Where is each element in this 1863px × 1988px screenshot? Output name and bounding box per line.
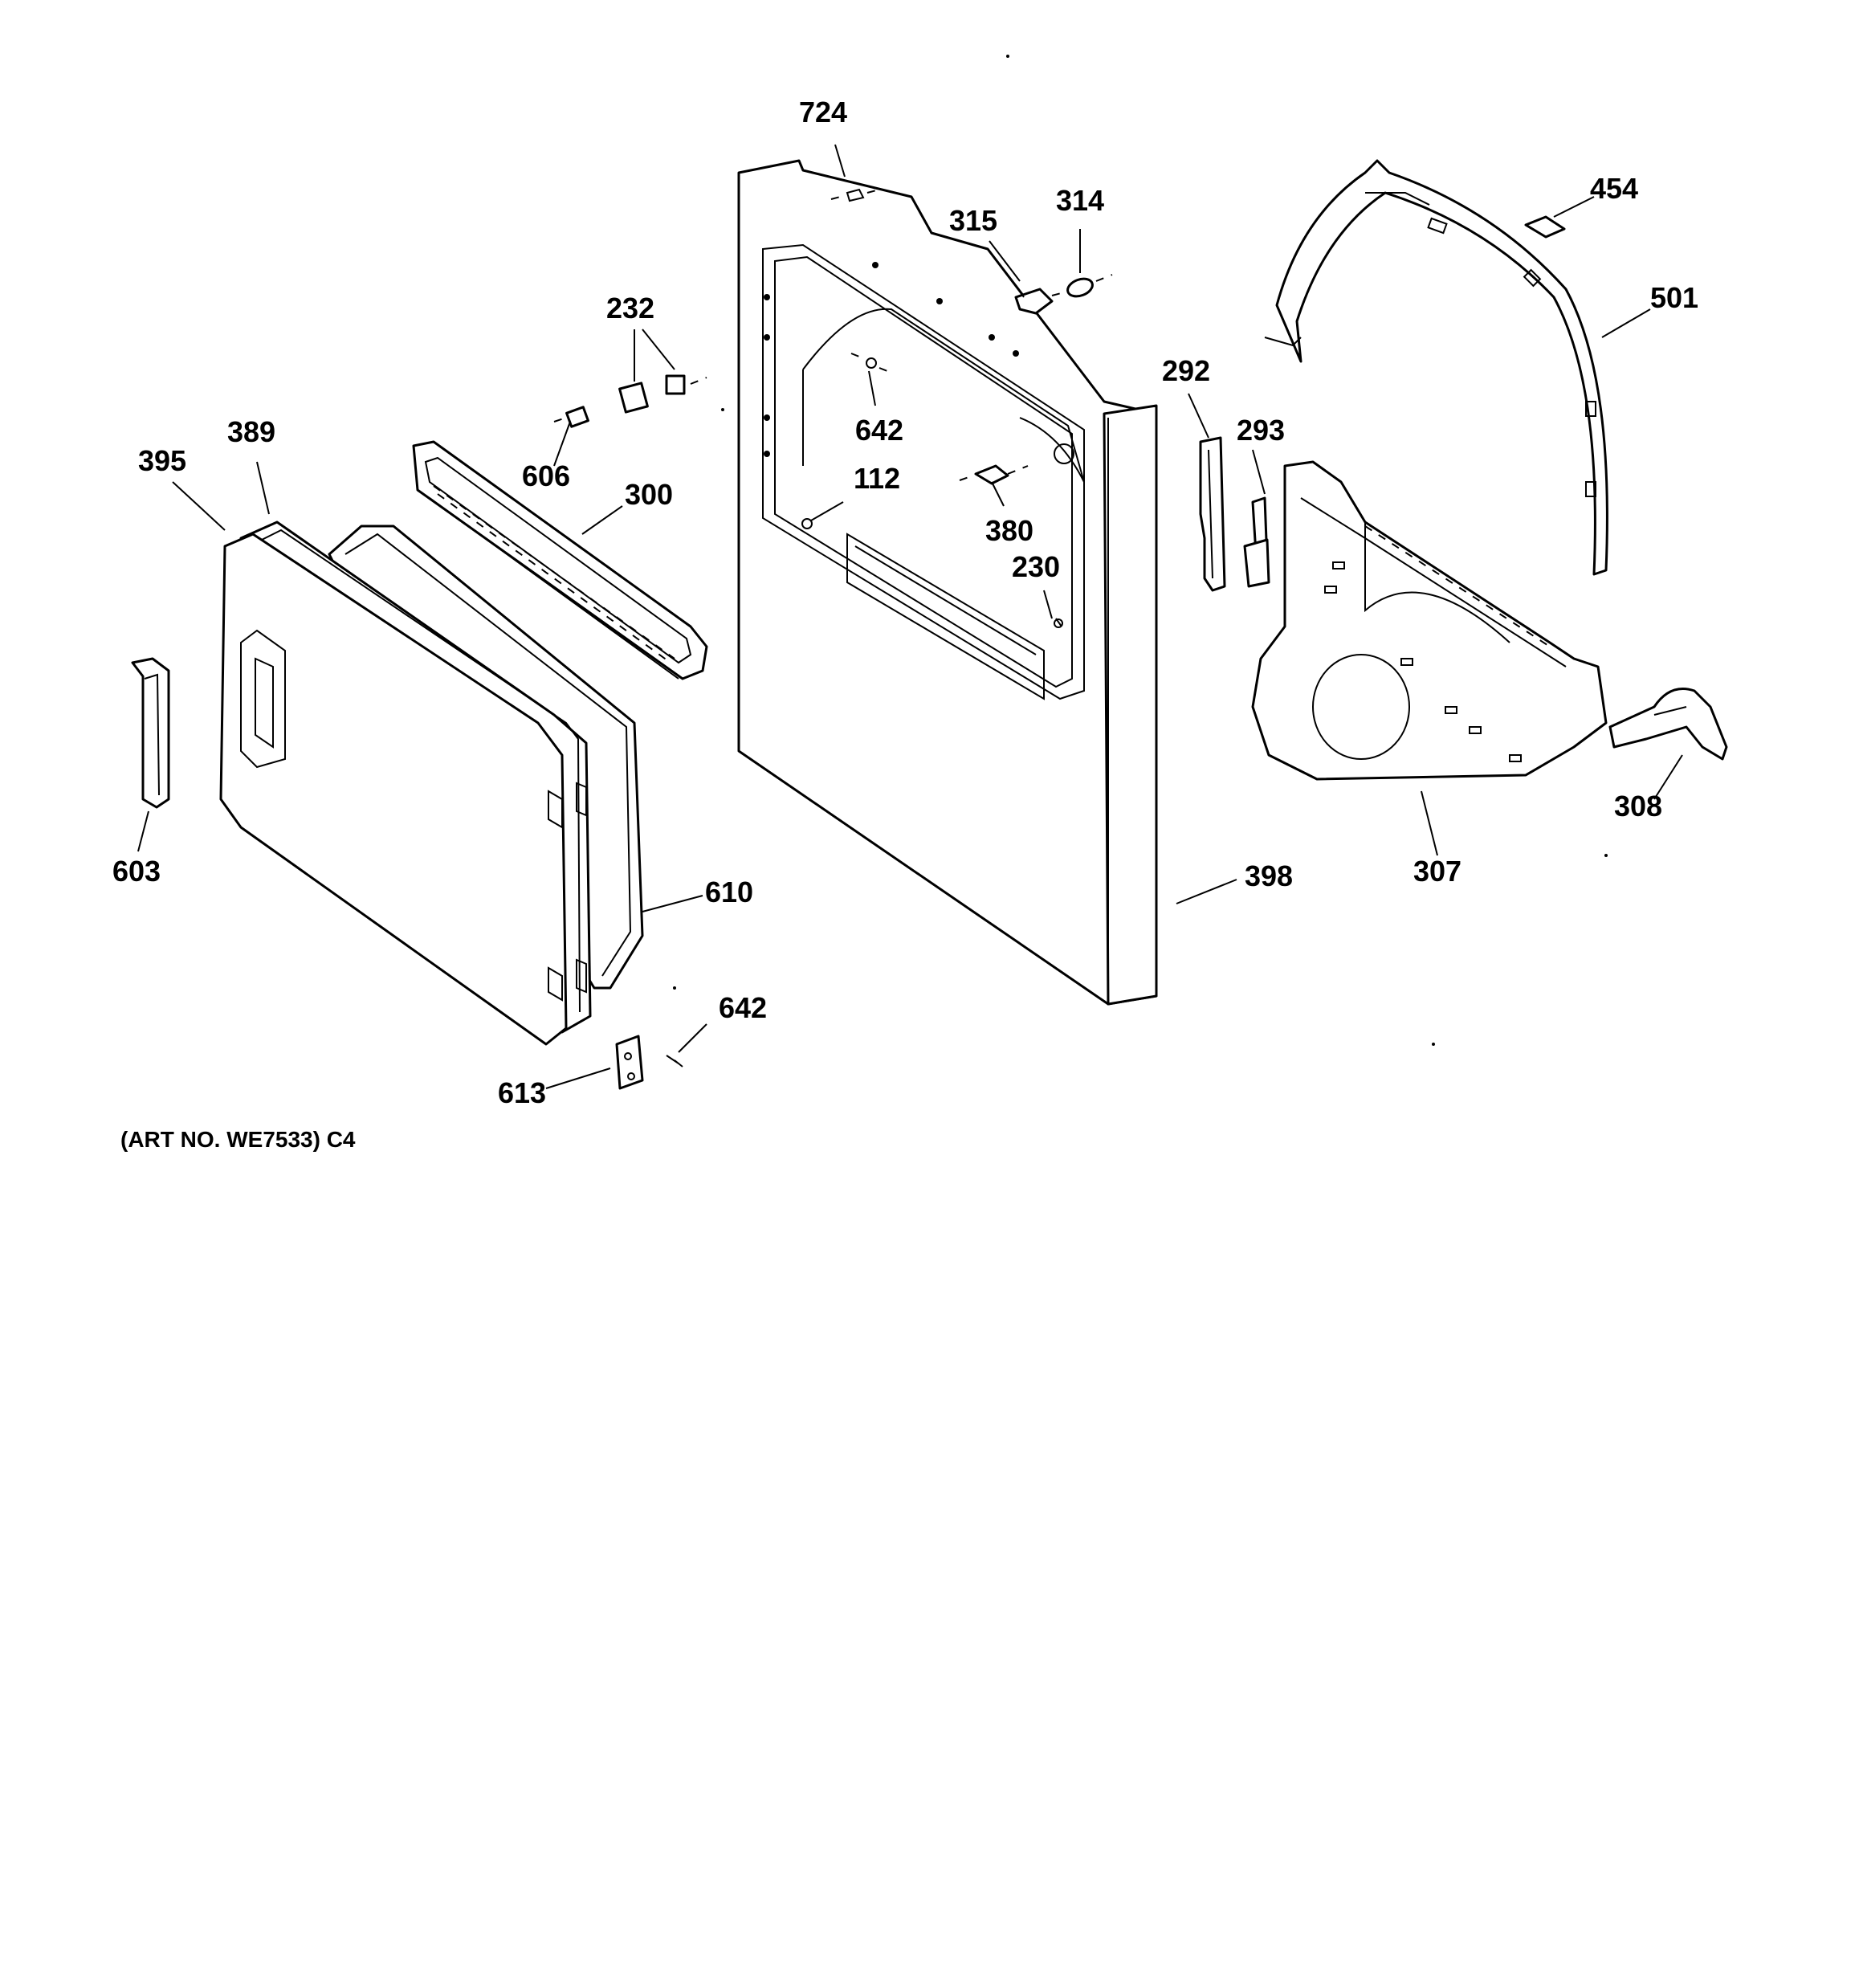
- callout-230: 230: [1012, 550, 1060, 583]
- callout-293: 293: [1237, 414, 1285, 447]
- panel-screws: [801, 188, 1063, 628]
- callout-603: 603: [112, 855, 161, 888]
- duct-seal: [1608, 688, 1728, 761]
- callout-307: 307: [1413, 855, 1461, 888]
- leader-lines: [137, 144, 1683, 1089]
- lint-filter: [412, 440, 708, 680]
- callout-232: 232: [606, 292, 654, 325]
- callout-501: 501: [1650, 281, 1698, 314]
- bracket-292: [1199, 436, 1226, 592]
- felt-pad: [1524, 215, 1566, 239]
- lamp-bulb: [1051, 274, 1113, 298]
- callout-610: 610: [705, 876, 753, 908]
- callout-314: 314: [1056, 184, 1104, 217]
- drum-bearing-ring: [1264, 159, 1608, 576]
- callout-724: 724: [799, 96, 847, 129]
- front-bulkhead-duct: [1251, 460, 1608, 781]
- callout-112: 112: [854, 462, 900, 495]
- callout-606: 606: [522, 459, 570, 492]
- door-handle: [131, 657, 170, 809]
- callout-454: 454: [1590, 172, 1638, 205]
- callout-395: 395: [138, 444, 186, 477]
- bracket-293: [1243, 496, 1270, 588]
- callout-315: 315: [949, 204, 997, 237]
- callout-642-panel: 642: [855, 414, 903, 447]
- lamp-socket: [959, 464, 1029, 485]
- callout-642-hinge: 642: [719, 991, 767, 1024]
- front-panel: [737, 159, 1158, 1006]
- callout-398: 398: [1245, 859, 1293, 892]
- art-number-caption: (ART NO. WE7533) C4: [120, 1127, 356, 1152]
- callout-613: 613: [498, 1076, 546, 1109]
- callout-380: 380: [985, 514, 1033, 547]
- callout-labels: 724 315 314 454 501 232 292 293 642 112 …: [112, 96, 1698, 1109]
- callout-308: 308: [1614, 790, 1662, 823]
- door-assembly: [219, 520, 644, 1046]
- door-hinge: [615, 1035, 683, 1090]
- light-switch: [1014, 284, 1054, 315]
- door-latch: [618, 374, 707, 414]
- callout-300: 300: [625, 478, 673, 511]
- door-strike: [553, 406, 589, 428]
- callout-389: 389: [227, 415, 275, 448]
- callout-292: 292: [1162, 354, 1210, 387]
